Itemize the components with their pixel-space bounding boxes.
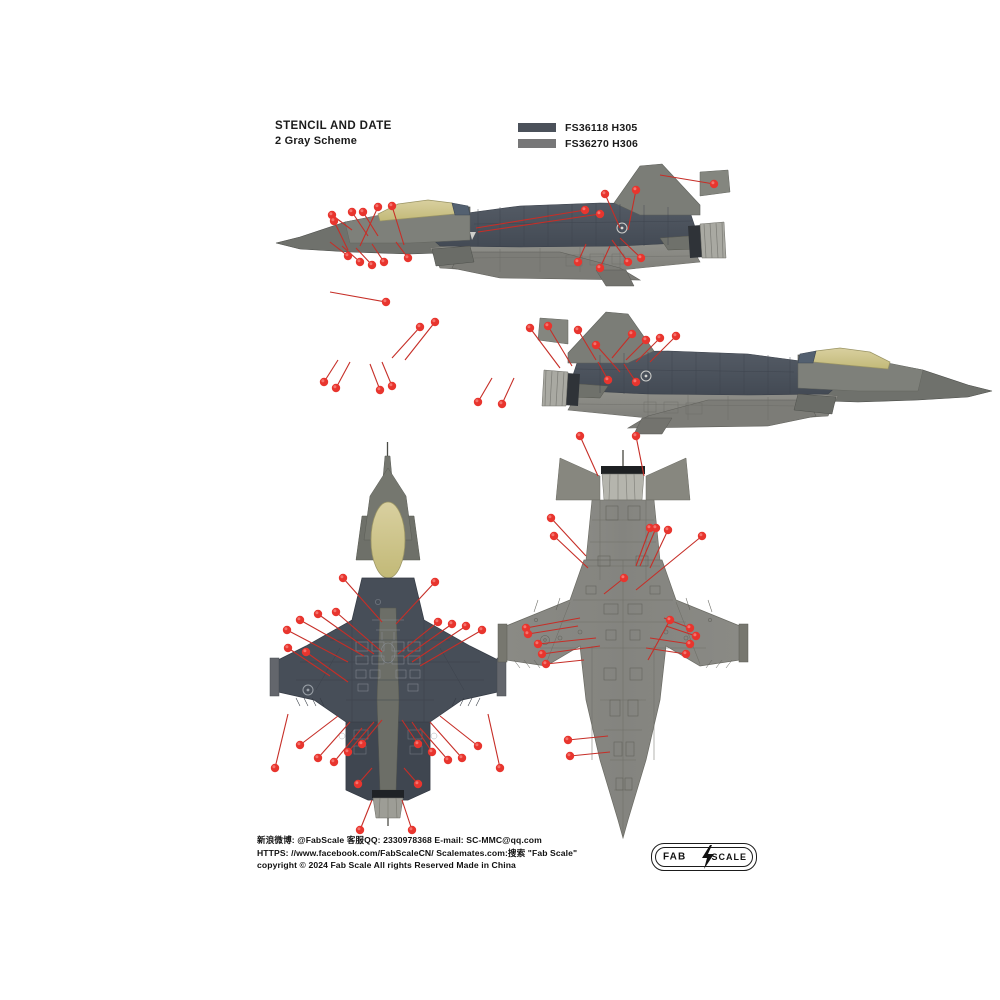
legend-label: FS36118 H305 (565, 121, 638, 134)
footer-contact-line: 新浪微博: @FabScale 客服QQ: 2330978368 E-mail:… (257, 835, 542, 845)
view-side-profile-top (275, 163, 731, 287)
fab-scale-logo: FAB SCALE (651, 843, 757, 871)
logo-fab-text: FAB (663, 851, 687, 863)
sheet-footer: 新浪微博: @FabScale 客服QQ: 2330978368 E-mail:… (257, 834, 757, 872)
legend-swatch (518, 139, 556, 148)
legend-item: FS36270 H306 (518, 137, 638, 150)
callout-markers (319, 297, 681, 409)
page-title: STENCIL AND DATE (275, 120, 392, 132)
callout-group (329, 174, 715, 269)
callout-markers (521, 431, 707, 761)
view-side-profile-bottom (537, 311, 993, 435)
sheet-header: STENCIL AND DATE 2 Gray Scheme FS36118 H… (275, 120, 725, 160)
page-subtitle: 2 Gray Scheme (275, 135, 358, 147)
callout-group (525, 435, 703, 757)
callout-group (274, 577, 501, 831)
logo-scale-text: SCALE (711, 852, 747, 862)
view-bottom-plan (497, 431, 749, 840)
callout-markers (327, 179, 719, 273)
footer-links-line: HTTPS: //www.facebook.com/FabScaleCN/ Sc… (257, 847, 578, 858)
view-top-plan (269, 442, 507, 835)
legend-item: FS36118 H305 (518, 121, 638, 134)
footer-copyright-line: copyright © 2024 Fab Scale All rights Re… (257, 860, 516, 871)
legend-label: FS36270 H306 (565, 137, 639, 150)
title-block: STENCIL AND DATE 2 Gray Scheme (275, 120, 392, 148)
lightning-bolt-icon (702, 845, 714, 869)
legend-swatch (518, 123, 556, 132)
callout-group (323, 291, 677, 405)
color-legend: FS36118 H305 FS36270 H306 (518, 121, 638, 153)
logo-inner-border (655, 847, 753, 867)
callout-markers (270, 573, 505, 835)
